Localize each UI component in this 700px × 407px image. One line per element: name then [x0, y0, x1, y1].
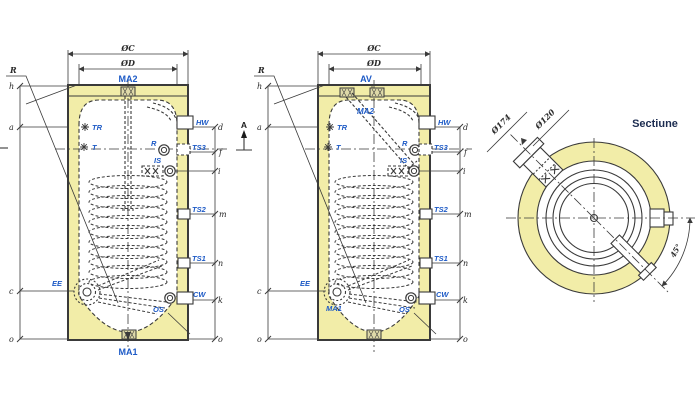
tank2-dim-o-left: o	[257, 335, 262, 344]
tank2-dim-f: f	[463, 148, 469, 157]
tank1-ee-flange	[73, 278, 101, 306]
tank2-dim-c: c	[257, 287, 262, 296]
tank1-inner-diameter-label: ØD	[120, 58, 135, 68]
tank2-dim-k: k	[463, 296, 468, 305]
tank2-r-leader-label: R	[257, 65, 265, 75]
tank2-ee-flange	[323, 278, 351, 306]
tank1-dim-d: d	[218, 123, 223, 132]
tank1-os-label: OS	[153, 305, 164, 314]
tank-view-2: ØC ØD AV MA2 R h a c o TR T R IS HW TS3 …	[254, 43, 472, 352]
tank2-ts1-label: TS1	[434, 254, 448, 263]
section-cut-marker: A	[236, 120, 252, 151]
tank1-dim-h: h	[9, 82, 14, 91]
tank1-cw-fitting	[164, 292, 176, 304]
tank2-dim-m: m	[464, 210, 472, 219]
tank1-dim-i: i	[218, 167, 221, 176]
tank2-ts2-label: TS2	[434, 205, 449, 214]
tank1-ma2-fitting	[120, 86, 136, 97]
tank2-tr-sensor-icon	[325, 122, 335, 132]
section-angle-label: 45°	[668, 242, 683, 259]
tank2-is-label: IS	[400, 156, 407, 165]
tank2-dim-n: n	[463, 259, 468, 268]
tank1-tr-label: TR	[92, 123, 103, 132]
tank1-dim-k: k	[218, 296, 223, 305]
tank2-dim-o-right: o	[463, 335, 468, 344]
section-title: Sectiune	[632, 118, 678, 130]
section-view: Sectiune Ø174 Ø120 45°	[486, 107, 695, 302]
tank2-ts3-nozzle	[418, 143, 433, 156]
tank2-cw-label: CW	[436, 290, 449, 299]
tank1-cw-nozzle	[176, 291, 194, 305]
tank1-is-fitting	[141, 165, 164, 177]
tank1-ts3-nozzle	[176, 143, 191, 156]
tank2-dim-h: h	[257, 82, 262, 91]
tank1-dim-a: a	[9, 123, 14, 132]
tank1-dim-m: m	[219, 210, 227, 219]
tank2-t-label: T	[336, 143, 342, 152]
tank2-ma1-label: MA1	[326, 304, 342, 313]
tank1-dim-o-right: o	[218, 335, 223, 344]
tank2-ts3-label: TS3	[434, 143, 449, 152]
tank2-dim-d: d	[463, 123, 468, 132]
tank2-cw-nozzle	[418, 291, 436, 305]
tank1-is-label: IS	[154, 156, 161, 165]
tank2-dim-a: a	[257, 123, 262, 132]
tank1-hw-label: HW	[196, 118, 209, 127]
tank2-is-fitting	[387, 165, 409, 177]
tank1-dim-n: n	[218, 259, 223, 268]
tank2-tr-label: TR	[337, 123, 348, 132]
tank2-hw-label: HW	[438, 118, 451, 127]
tank2-r-label: R	[402, 139, 408, 148]
tank2-ts2-nozzle	[419, 208, 433, 220]
tank1-ee-label: EE	[52, 279, 63, 288]
tank1-dim-c: c	[9, 287, 14, 296]
tank2-drain-fitting	[366, 329, 382, 340]
tank1-ma1-label: MA1	[118, 347, 137, 357]
tank2-t-sensor-icon	[323, 142, 333, 152]
tank2-hw-nozzle	[418, 115, 436, 130]
tank1-r-fitting	[158, 144, 170, 156]
tank1-cw-label: CW	[193, 290, 206, 299]
tank2-ts1-nozzle	[419, 257, 433, 269]
tank1-ma2-label: MA2	[118, 74, 137, 84]
tank1-ts1-label: TS1	[192, 254, 206, 263]
tank1-hw-nozzle	[176, 115, 194, 130]
tank-view-1: ØC ØD MA2 R h a c o TR T R IS HW TS3 TS2…	[0, 43, 228, 357]
tank2-cw-fitting	[405, 292, 417, 304]
section-flange-outer-dia-label: Ø174	[488, 112, 513, 137]
tank1-dim-f: f	[218, 148, 224, 157]
tank2-outer-diameter-label: ØC	[366, 43, 381, 53]
tank2-dim-i: i	[463, 167, 466, 176]
tank2-ee-label: EE	[300, 279, 311, 288]
tank1-t-label: T	[92, 143, 98, 152]
tank2-av-fitting	[369, 87, 385, 98]
tank1-ts2-label: TS2	[192, 205, 207, 214]
tank1-outer-diameter-label: ØC	[120, 43, 135, 53]
tank1-r-label: R	[151, 139, 157, 148]
tank2-ma2-label: MA2	[357, 107, 374, 116]
cut-marker-label: A	[241, 120, 247, 130]
tank2-inner-diameter-label: ØD	[366, 58, 381, 68]
tank1-dim-o-left: o	[9, 335, 14, 344]
section-flange-neck-dia-label: Ø120	[532, 107, 557, 132]
tank2-ma2-fitting	[339, 87, 355, 98]
tank2-os-label: OS	[399, 305, 410, 314]
tank1-ts1-nozzle	[177, 257, 191, 269]
tank1-r-leader-label: R	[9, 65, 17, 75]
tank1-ts2-nozzle	[177, 208, 191, 220]
tank2-av-label: AV	[360, 74, 372, 84]
tank1-ts3-label: TS3	[192, 143, 207, 152]
